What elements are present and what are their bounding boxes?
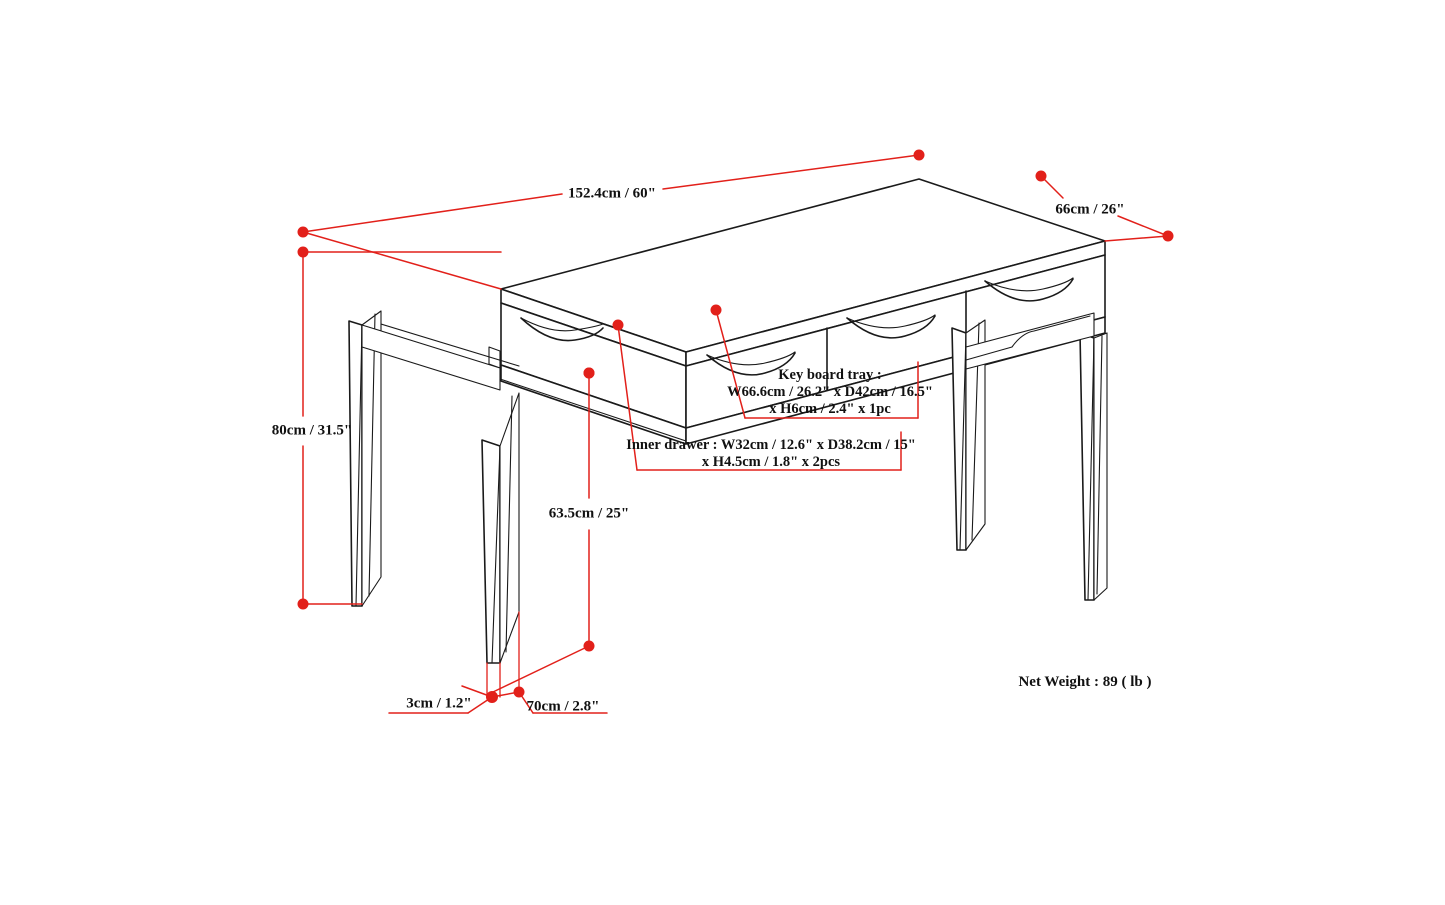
drawer-pull-scallop-3 [984,278,1074,302]
drawer-pull-scallop-1b [706,351,796,366]
leg-back-left [348,320,363,607]
callout-keyboard-tray-text: Key board tray : W66.6cm / 26.2" x D42cm… [727,367,933,417]
dim-depth-group: 66cm / 26" [1035,170,1174,242]
keyboard-tray-front-edge [499,378,687,442]
leg-back-right-edge [959,332,967,551]
callout-inner-drawer-line-0: Inner drawer : W32cm / 12.6" x D38.2cm /… [626,437,916,453]
leg-front-right-edge [1087,337,1095,601]
leg-back-right [951,327,967,551]
leg-back-left-side-edge [368,313,376,597]
leg-front-left-side-edge [505,395,513,653]
leg-front-right-side-edge [1096,335,1103,595]
dim-leg-thickness-group: 3cm / 1.2" [388,662,501,714]
leg-back-left-edge [355,324,363,607]
drawer-pull-scallop-left-b [520,317,604,332]
leg-front-right-side [1093,332,1108,601]
leg-front-left-side [499,392,520,664]
apron-left-side-panel [361,324,501,391]
callout-keyboard-tray-line-0: Key board tray : [778,367,882,383]
dim-leg-thickness-label: 3cm / 1.2" [406,695,471,711]
dim-depth-label: 66cm / 26" [1055,201,1124,217]
dimension-annotations: 152.4cm / 60" 66cm / 26" 80cm / 31.5" [272,149,1174,714]
callout-keyboard-tray-line-2: x H6cm / 2.4" x 1pc [769,401,891,417]
dim-foot-label: 70cm / 2.8" [527,698,600,714]
desk-illustration [348,178,1108,664]
dim-height-label: 80cm / 31.5" [272,422,352,438]
apron-right-side-panel [965,312,1095,370]
net-weight-label: Net Weight : 89 ( lb ) [1018,674,1151,690]
leg-front-right [1079,332,1095,601]
callout-inner-drawer-line-1: x H4.5cm / 1.8" x 2pcs [702,454,840,470]
drawer-pull-scallop-2b [846,314,936,329]
dim-width-label: 152.4cm / 60" [568,185,656,201]
drawer-pull-scallop-2 [846,315,936,339]
drawer-pull-scallop-3b [984,277,1074,292]
rear-apron-edge [380,323,520,367]
callout-inner-drawer-leader [583,319,902,471]
callout-inner-drawer-text: Inner drawer : W32cm / 12.6" x D38.2cm /… [626,437,916,470]
dim-height-group: 80cm / 31.5" [272,246,502,610]
dim-clearance-label: 63.5cm / 25" [549,505,629,521]
callout-keyboard-tray-leader [710,304,919,419]
drawer-pull-scallop-1 [706,352,796,376]
dim-width-group: 152.4cm / 60" [297,149,925,290]
apron-right-side-notch [965,315,1091,361]
leg-front-left [481,439,501,664]
dim-foot-group: 70cm / 2.8" [491,611,608,714]
leg-front-left-edge [491,445,501,664]
callout-keyboard-tray-line-1: W66.6cm / 26.2" x D42cm / 16.5" [727,384,933,400]
drawer-pull-scallop-left [520,317,604,342]
